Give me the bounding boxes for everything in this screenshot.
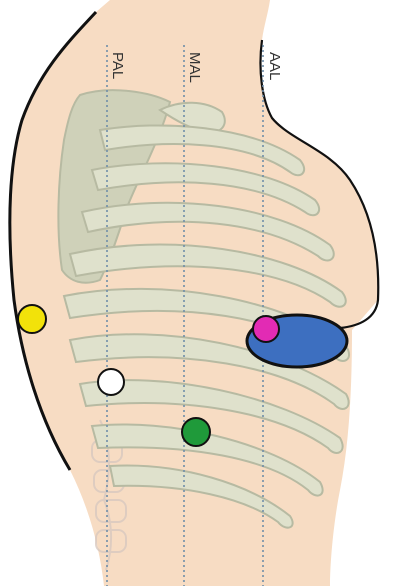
- yellow-marker: [18, 305, 46, 333]
- magenta-marker: [253, 316, 279, 342]
- white-marker: [98, 369, 124, 395]
- aal-label: AAL: [266, 52, 283, 80]
- mal-label: MAL: [186, 52, 203, 83]
- pal-label: PAL: [109, 52, 126, 79]
- green-marker: [182, 418, 210, 446]
